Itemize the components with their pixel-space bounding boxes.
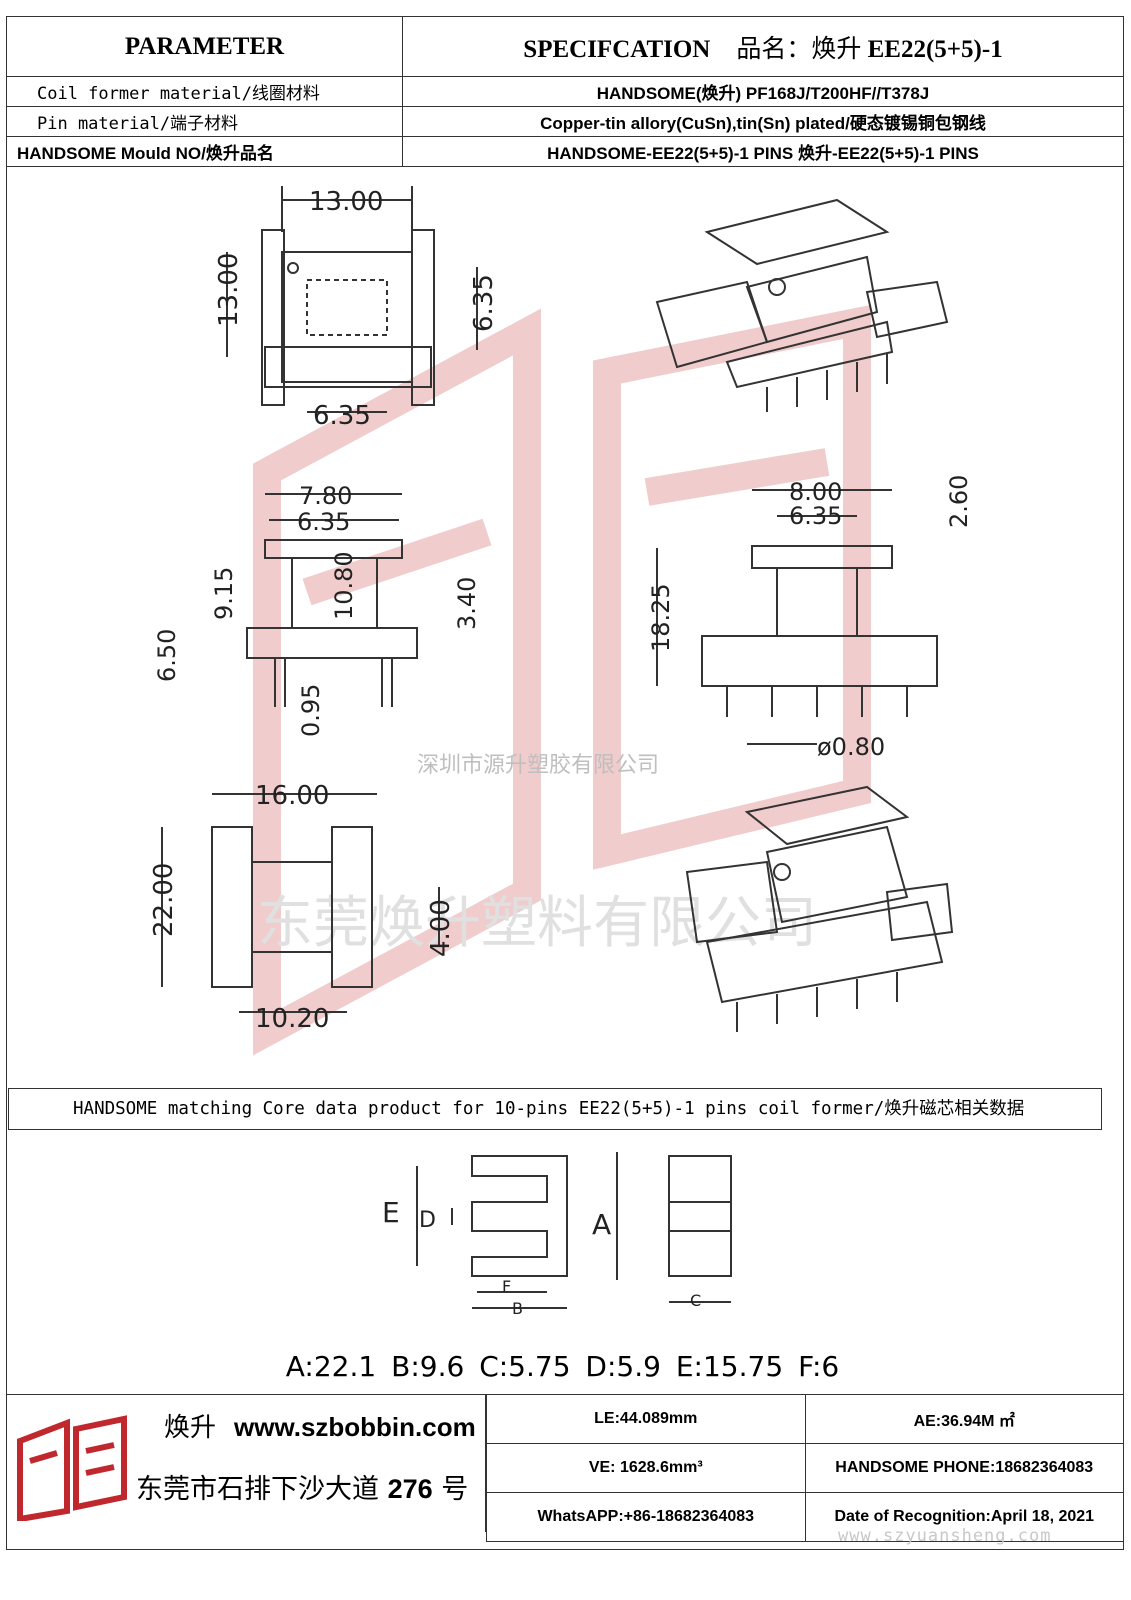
- core-dim-b: B:9.6: [391, 1350, 465, 1383]
- row-label: Coil former material/线圈材料: [6, 76, 403, 107]
- dim-h: 10.80: [330, 551, 358, 620]
- core-drawing: E D A F B C: [382, 1152, 732, 1318]
- watermark-logo: [253, 304, 871, 1056]
- core-dim-d: D:5.9: [585, 1350, 661, 1383]
- dim-g: 6.50: [153, 629, 181, 682]
- dim-i: 9.15: [210, 567, 238, 620]
- row-pin-material: Pin material/端子材料 Copper-tin allory(CuSn…: [6, 106, 1124, 137]
- dim-t: 10.20: [255, 1004, 329, 1034]
- dim-f: 6.35: [297, 508, 350, 536]
- row-label: HANDSOME Mould NO/焕升品名: [6, 136, 403, 167]
- core-dimensions: A:22.1 B:9.6 C:5.75 D:5.9 E:15.75 F:6: [0, 1350, 1131, 1383]
- dim-c: 6.35: [469, 274, 499, 332]
- param-ae: AE:36.94M ㎡: [804, 1394, 1124, 1444]
- watermark-big: 东莞焕升塑料有限公司: [257, 891, 817, 956]
- row-coil-material: Coil former material/线圈材料 HANDSOME(焕升) P…: [6, 76, 1124, 107]
- param-ve: VE: 1628.6mm³: [486, 1443, 806, 1493]
- dim-r: 22.00: [149, 863, 179, 937]
- param-whatsapp: WhatsAPP:+86-18682364083: [486, 1492, 806, 1542]
- product-label: 品名：焕升: [736, 33, 862, 63]
- website-link[interactable]: www.szbobbin.com: [234, 1412, 476, 1442]
- core-label-e: E: [382, 1196, 400, 1229]
- row-value: HANDSOME-EE22(5+5)-1 PINS 焕升-EE22(5+5)-1…: [402, 136, 1124, 167]
- watermark-cn: 深圳市源升塑胶有限公司: [417, 753, 659, 778]
- core-label-d: D: [419, 1208, 436, 1233]
- dim-m: 8.00: [789, 478, 842, 506]
- dim-q: 16.00: [255, 781, 329, 811]
- row-value: HANDSOME(焕升) PF168J/T200HF//T378J: [402, 76, 1124, 107]
- dim-b: 13.00: [214, 253, 244, 327]
- dim-a: 13.00: [309, 187, 383, 217]
- side-view-labels: 7.80 6.35 9.15 10.80 3.40 6.50 0.95: [153, 482, 481, 737]
- company-logo-icon: [17, 1415, 127, 1521]
- row-value: Copper-tin allory(CuSn),tin(Sn) plated/硬…: [402, 106, 1124, 137]
- brand-name: 焕升: [164, 1413, 217, 1443]
- logo-area: 焕升 www.szbobbin.com 东莞市石排下沙大道 276 号: [6, 1394, 486, 1532]
- bobbin-drawings: 13.00 6.35 13.00 6.35 7.80 6.35 9.15 10.…: [149, 186, 973, 1056]
- brand-line: 焕升 www.szbobbin.com: [164, 1407, 476, 1444]
- top-view: [226, 186, 478, 413]
- dim-p: ø0.80: [817, 733, 885, 761]
- address: 东莞市石排下沙大道 276 号: [136, 1474, 469, 1505]
- parameter-heading: PARAMETER: [6, 16, 403, 77]
- product-code: EE22(5+5)-1: [867, 35, 1003, 63]
- param-phone: HANDSOME PHONE:18682364083: [804, 1443, 1124, 1493]
- core-label-f: F: [502, 1277, 511, 1296]
- perspective-view-top: [655, 198, 949, 412]
- core-dim-e: E:15.75: [675, 1350, 784, 1383]
- perspective-view-bottom: [685, 785, 954, 1032]
- dim-o: 2.60: [945, 475, 973, 528]
- dim-n: 6.35: [789, 502, 842, 530]
- bottom-view: [161, 793, 440, 1013]
- dim-l: 18.25: [647, 583, 675, 652]
- side-view: [246, 493, 418, 707]
- top-view-labels: 13.00 6.35 13.00 6.35: [214, 187, 499, 431]
- watermark-url: www.szyuansheng.com: [838, 1526, 1052, 1546]
- row-mould-no: HANDSOME Mould NO/焕升品名 HANDSOME-EE22(5+5…: [6, 136, 1124, 167]
- core-caption: HANDSOME matching Core data product for …: [8, 1088, 1102, 1130]
- dim-k: 0.95: [297, 684, 325, 737]
- dim-d: 6.35: [313, 401, 371, 431]
- core-label-a: A: [592, 1208, 611, 1241]
- row-label: Pin material/端子材料: [6, 106, 403, 137]
- dim-j: 3.40: [453, 577, 481, 630]
- dim-s: 4.00: [426, 899, 456, 957]
- footer: 焕升 www.szbobbin.com 东莞市石排下沙大道 276 号 LE:44…: [6, 1394, 1124, 1542]
- param-date: Date of Recognition:April 18, 2021: [804, 1492, 1124, 1542]
- param-le: LE:44.089mm: [486, 1394, 806, 1444]
- core-label-c: C: [690, 1291, 701, 1310]
- core-label-b: B: [512, 1299, 523, 1318]
- dim-e: 7.80: [299, 482, 352, 510]
- core-dim-f: F:6: [798, 1350, 840, 1383]
- bottom-view-labels: 16.00 22.00 4.00 10.20: [149, 781, 456, 1034]
- core-params-table: LE:44.089mm AE:36.94M ㎡ VE: 1628.6mm³ HA…: [486, 1394, 1124, 1542]
- front-view-labels: 8.00 6.35 2.60 18.25 ø0.80: [647, 475, 973, 761]
- front-view: [656, 489, 938, 745]
- core-dim-c: C:5.75: [479, 1350, 571, 1383]
- core-dim-a: A:22.1: [285, 1350, 377, 1383]
